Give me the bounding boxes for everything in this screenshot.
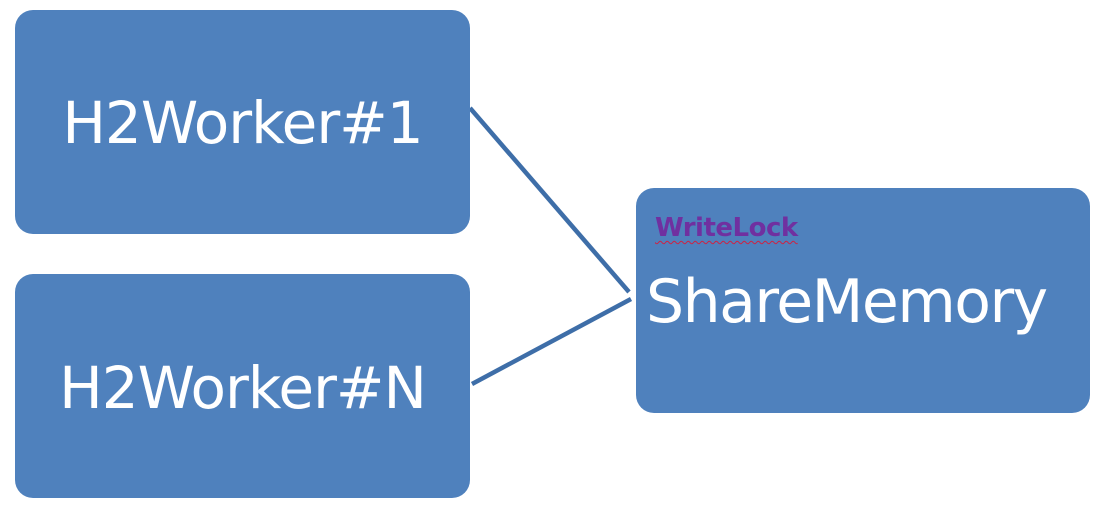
worker-n-box: H2Worker#N: [15, 274, 470, 498]
share-memory-label: ShareMemory: [646, 267, 1048, 337]
share-memory-box: WriteLock ShareMemory: [636, 188, 1090, 413]
write-lock-label: WriteLock: [655, 213, 798, 243]
worker-1-label: H2Worker#1: [62, 89, 423, 157]
worker-1-box: H2Worker#1: [15, 10, 470, 234]
connector-worker-n-to-share-memory: [470, 297, 633, 386]
worker-n-label: H2Worker#N: [59, 354, 427, 422]
connector-worker-1-to-share-memory: [468, 106, 631, 294]
